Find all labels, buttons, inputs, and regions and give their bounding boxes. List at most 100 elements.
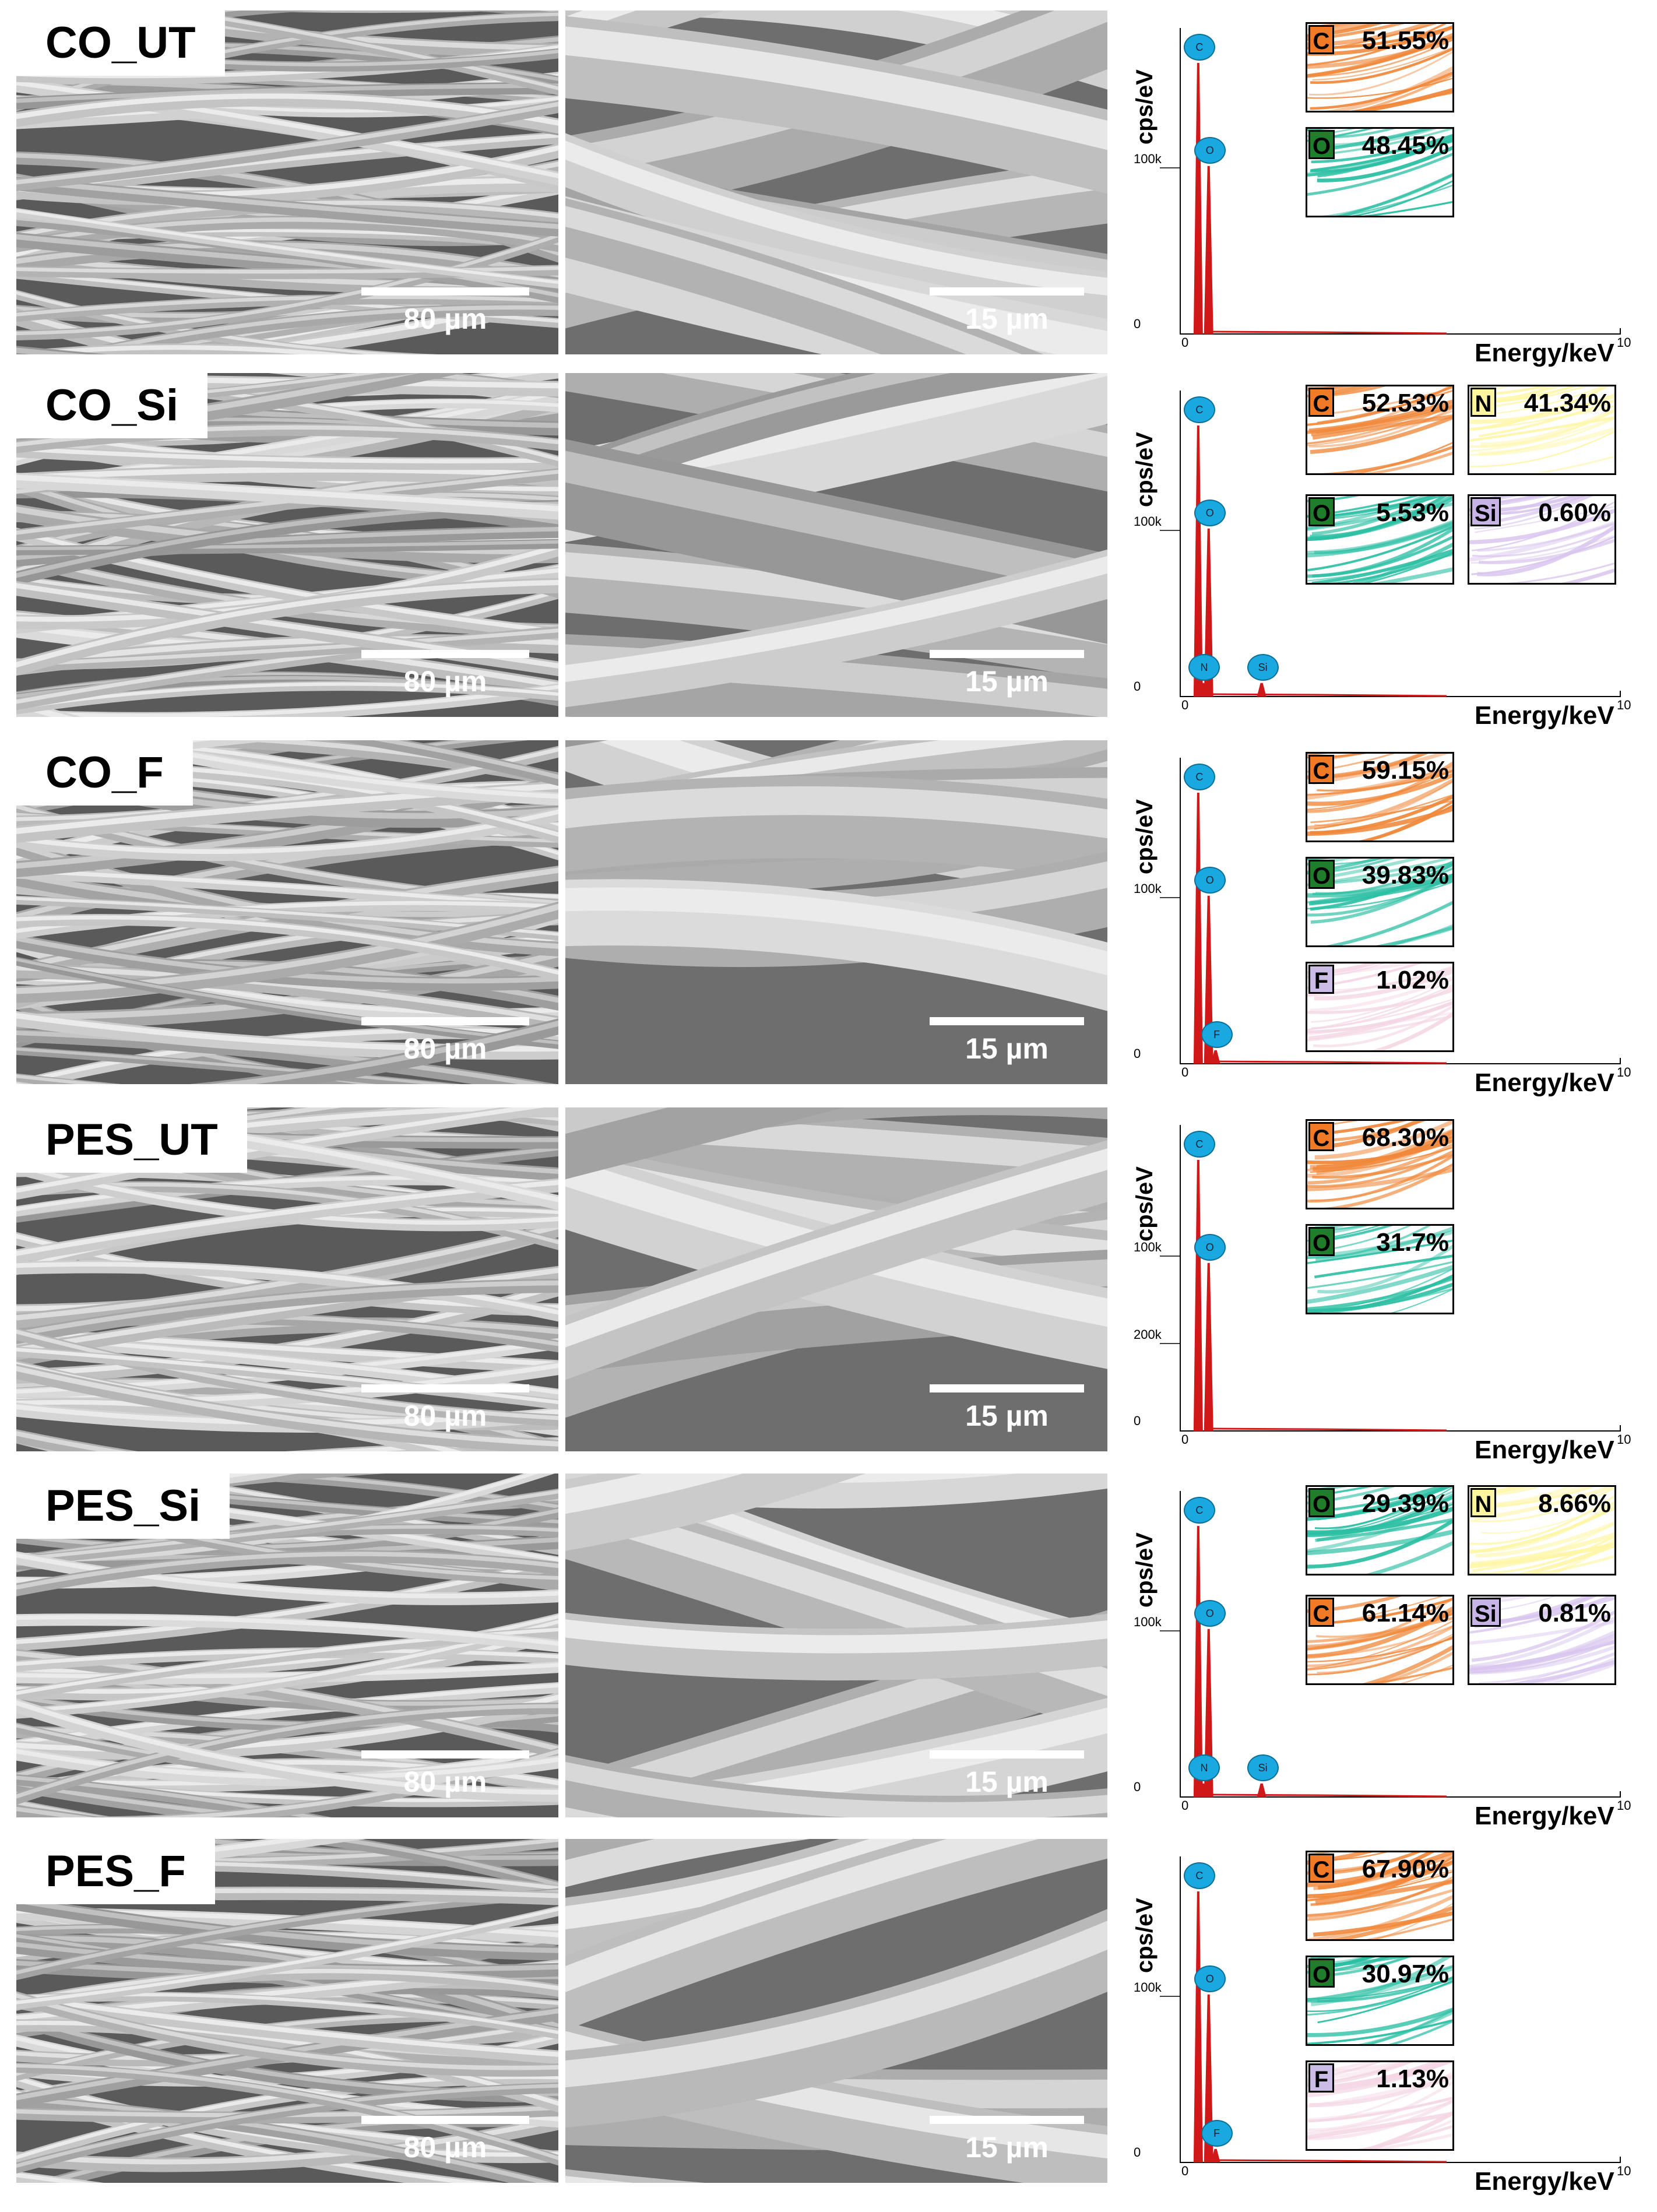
element-percentage: 1.13% [1376,2065,1449,2093]
spectrum-baseline [1212,2159,1447,2163]
spectrum-plot [1160,28,1621,335]
element-percentage: 61.14% [1362,1599,1449,1627]
x-tick-label: 10 [1617,1065,1631,1079]
y-axis-label: cps/eV [1132,432,1158,507]
element-map-c: C 61.14% [1306,1595,1454,1685]
spectrum-baseline [1212,330,1447,335]
scale-bar [361,1017,529,1025]
element-map-c: C 51.55% [1306,22,1454,112]
peak-marker-c: C [1183,764,1215,790]
element-badge: C [1308,755,1334,784]
sample-label: CO_F [16,740,193,806]
element-badge: O [1308,1958,1335,1988]
spectrum-peak [1193,793,1203,1064]
scale-bar-label: 80 µm [403,1032,487,1065]
y-tick-label: 200k [1134,1327,1162,1342]
spectrum-axes [1180,391,1621,697]
y-tick-label: 100k [1134,152,1162,166]
element-percentage: 39.83% [1362,861,1449,889]
scale-bar [361,2116,529,2124]
element-badge: O [1308,497,1335,526]
scale-bar-label: 15 µm [965,1399,1049,1432]
element-badge: N [1470,1488,1496,1517]
element-badge: C [1308,25,1334,54]
peak-marker-f: F [1201,2119,1233,2147]
spectrum-axes [1180,28,1621,335]
element-badge: O [1308,1488,1335,1517]
spectrum-baseline [1212,1427,1447,1432]
y-axis-label: cps/eV [1132,69,1158,145]
sem-image-high-mag [565,1474,1107,1817]
spectrum-peak [1198,1783,1208,1797]
spectrum-peak [1193,1160,1203,1431]
sem-image-high-mag [565,10,1107,354]
element-badge: F [1308,965,1334,994]
sample-label: PES_F [16,1839,215,1904]
x-tick-label: 0 [1181,1065,1189,1079]
x-axis-label: Energy/keV [1475,1802,1614,1830]
element-badge: F [1308,2063,1334,2093]
element-percentage: 8.66% [1538,1489,1611,1518]
peak-marker-o: O [1194,499,1226,526]
peak-marker-c: C [1183,1862,1215,1889]
spectrum-peak [1193,425,1203,697]
y-tick-label: 100k [1134,514,1162,529]
spectrum-baseline [1212,693,1447,697]
y-tick-label: 0 [1134,679,1141,694]
peak-marker-c: C [1183,1497,1215,1524]
x-axis-label: Energy/keV [1475,339,1614,367]
sample-label: PES_Si [16,1474,230,1539]
element-badge: C [1308,1598,1334,1627]
spectrum-axes [1180,1491,1621,1798]
element-percentage: 0.60% [1538,498,1611,527]
y-axis-label: cps/eV [1132,1532,1158,1608]
element-percentage: 67.90% [1362,1855,1449,1883]
y-tick-label: 100k [1134,1615,1162,1629]
peak-marker-o: O [1194,1599,1226,1627]
element-percentage: 52.53% [1362,389,1449,417]
scale-bar [361,650,529,658]
sample-label: CO_UT [16,10,225,76]
spectrum-axes [1180,1856,1621,2163]
spectrum-peak [1204,166,1213,334]
x-axis-label: Energy/keV [1475,1068,1614,1097]
element-percentage: 48.45% [1362,131,1449,160]
element-badge: C [1308,388,1334,417]
peak-marker-o: O [1194,1233,1226,1261]
peak-marker-si: Si [1247,1754,1279,1781]
y-tick-label: 0 [1134,2145,1141,2160]
peak-marker-c: C [1183,34,1215,61]
spectrum-peak [1193,1891,1203,2162]
y-tick-label: 100k [1134,1980,1162,1995]
x-tick-label: 10 [1617,335,1631,350]
element-map-c: C 52.53% [1306,385,1454,475]
scale-bar [361,1384,529,1392]
element-badge: C [1308,1854,1334,1883]
y-tick-label: 0 [1134,316,1141,331]
scale-bar [930,2116,1084,2124]
scale-bar [930,1384,1084,1392]
y-axis-label: cps/eV [1132,1898,1158,1973]
scale-bar-label: 15 µm [965,2131,1049,2164]
spectrum-peak [1193,63,1203,334]
spectrum-peak [1211,2148,1220,2162]
spectrum-peak [1193,1526,1203,1797]
scale-bar-label: 15 µm [965,1032,1049,1065]
spectrum-peak [1257,683,1267,697]
element-percentage: 51.55% [1362,26,1449,55]
